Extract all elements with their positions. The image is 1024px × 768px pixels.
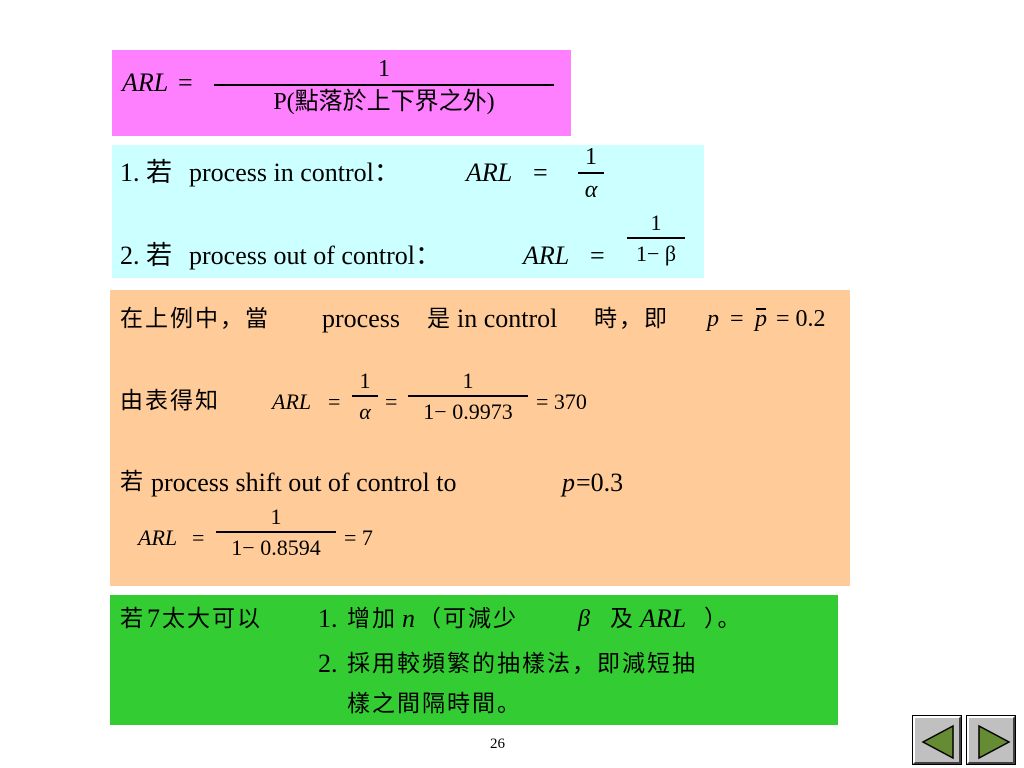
- arl-symbol: ARL: [640, 604, 687, 633]
- fraction-denominator: α: [584, 176, 598, 203]
- alpha-fraction: 1 α: [352, 370, 378, 423]
- case1-arl: ARL: [466, 158, 513, 187]
- fraction-numerator: 1: [462, 368, 474, 393]
- case1-equals: =: [533, 158, 548, 187]
- next-slide-button[interactable]: [966, 715, 1016, 765]
- equals-sign: =: [730, 306, 744, 332]
- fraction-numerator: 1: [359, 368, 371, 393]
- case1-prefix: 1. 若: [120, 158, 173, 187]
- case2-fraction: 1 1− β: [627, 212, 685, 265]
- arl-symbol: ARL: [138, 525, 178, 550]
- shift-value: =0.3: [576, 468, 624, 497]
- example-line1-a: 在上例中，當: [120, 306, 270, 332]
- case2-equals: =: [590, 241, 605, 270]
- p-bar-symbol: p: [755, 306, 767, 332]
- arl-symbol: ARL: [272, 389, 312, 414]
- example-line1-c: 是: [427, 306, 452, 332]
- arl-cases-box: [112, 145, 704, 278]
- arl-symbol: ARL: [122, 68, 169, 97]
- fraction-denominator: α: [359, 398, 371, 424]
- fraction-bar: [408, 395, 528, 397]
- arl-definition-box: [112, 50, 571, 136]
- n-symbol: n: [402, 604, 415, 633]
- arl-result-7: = 7: [344, 525, 373, 550]
- p-symbol: p: [707, 306, 719, 332]
- example-box: [110, 290, 850, 586]
- case2-arl: ARL: [523, 241, 570, 270]
- equals-sign: =: [328, 389, 341, 414]
- fraction-numerator: 1: [585, 144, 597, 170]
- page-number: 26: [490, 736, 505, 752]
- fraction-numerator: 1: [650, 210, 662, 235]
- previous-slide-button[interactable]: [912, 715, 962, 765]
- item2-text-line1: 採用較頻繁的抽樣法，即減短抽: [347, 651, 697, 677]
- case2-text: process out of control：: [189, 241, 442, 270]
- fraction-denominator: 1− β: [635, 240, 677, 266]
- fraction-denominator: P(點落於上下界之外): [273, 88, 495, 115]
- item1-text-b: （可減少: [418, 606, 518, 632]
- out-of-control-fraction: 1 1− 0.8594: [216, 506, 336, 559]
- case1-fraction: 1 α: [578, 145, 604, 202]
- example-line3-a: 若: [120, 469, 145, 495]
- item2-number: 2.: [318, 649, 338, 678]
- fraction-denominator: 1− 0.8594: [231, 534, 321, 560]
- example-line1-b: process: [322, 304, 400, 333]
- suggestion-box: [110, 595, 838, 725]
- fraction-bar: [214, 84, 554, 86]
- fraction-numerator: 1: [378, 56, 390, 82]
- left-triangle-icon: [921, 724, 954, 760]
- fraction-denominator: 1− 0.9973: [423, 398, 513, 424]
- suggestion-lead-b: 7: [147, 604, 160, 633]
- item1-text-a: 增加: [347, 606, 397, 632]
- example-line1-e: 時，即: [594, 306, 669, 332]
- suggestion-lead-a: 若: [120, 606, 145, 632]
- p-value: = 0.2: [776, 306, 826, 332]
- example-line1-d: in control: [457, 304, 558, 333]
- example-line2-label: 由表得知: [120, 388, 220, 414]
- arl-result-370: = 370: [536, 389, 587, 414]
- suggestion-lead-c: 太大可以: [162, 606, 262, 632]
- arl-definition-fraction: 1 P(點落於上下界之外): [214, 57, 554, 114]
- item2-text-line2: 樣之間隔時間。: [347, 691, 522, 717]
- equals-sign: =: [192, 525, 205, 550]
- in-control-fraction: 1 1− 0.9973: [408, 370, 528, 423]
- beta-symbol: β: [578, 606, 590, 632]
- fraction-bar: [216, 531, 336, 533]
- fraction-bar: [352, 395, 378, 397]
- right-triangle-icon: [978, 724, 1011, 760]
- fraction-bar: [578, 172, 604, 174]
- equals-sign: =: [178, 68, 193, 97]
- example-line3-b: process shift out of control to: [151, 468, 457, 497]
- case2-prefix: 2. 若: [120, 241, 173, 270]
- item1-text-d: ）。: [704, 606, 743, 632]
- case1-text: process in control：: [189, 158, 400, 187]
- item1-number: 1.: [318, 604, 338, 633]
- fraction-bar: [627, 237, 685, 239]
- equals-sign: =: [385, 389, 398, 414]
- item1-text-c: 及: [610, 606, 635, 632]
- p-symbol: p: [562, 468, 575, 497]
- fraction-numerator: 1: [270, 504, 282, 529]
